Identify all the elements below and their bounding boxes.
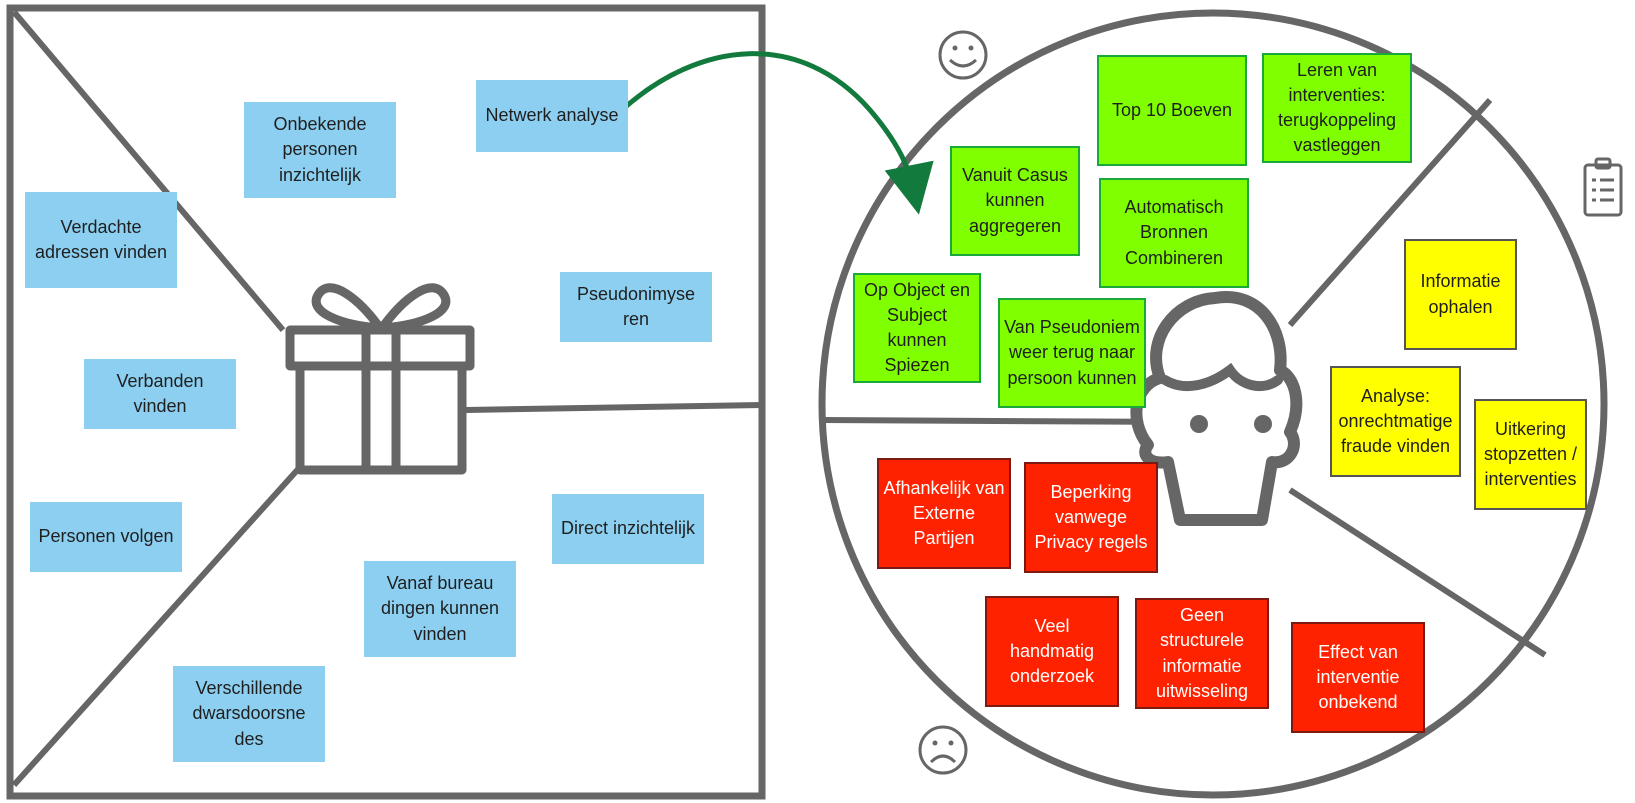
note-leren-van-interventies: Leren van interventies: terugkoppeling v… <box>1262 53 1412 163</box>
note-verdachte-adressen: Verdachte adressen vinden <box>25 192 177 288</box>
person-icon <box>1130 290 1303 526</box>
note-van-pseudoniem: Van Pseudoniem weer terug naar persoon k… <box>998 298 1146 408</box>
note-analyse-fraude: Analyse: onrechtmatige fraude vinden <box>1330 366 1461 477</box>
note-verbanden-vinden: Verbanden vinden <box>84 359 236 429</box>
note-effect-interventie: Effect van interventie onbekend <box>1291 622 1425 733</box>
note-informatie-ophalen: Informatie ophalen <box>1404 239 1517 350</box>
note-uitkering-stopzetten: Uitkering stopzetten / interventies <box>1474 399 1587 510</box>
gift-icon <box>285 283 475 475</box>
note-personen-volgen: Personen volgen <box>30 502 182 572</box>
value-map-square <box>6 4 766 800</box>
smiley-icon <box>938 30 988 80</box>
note-vanaf-bureau: Vanaf bureau dingen kunnen vinden <box>364 561 516 657</box>
note-netwerk-analyse: Netwerk analyse <box>476 80 628 152</box>
sad-face-icon <box>918 725 968 775</box>
note-vanuit-casus: Vanuit Casus kunnen aggregeren <box>950 146 1080 256</box>
note-beperking-privacy: Beperking vanwege Privacy regels <box>1024 462 1158 573</box>
note-onbekende-personen: Onbekende personen inzichtelijk <box>244 102 396 198</box>
note-geen-structurele-informatie: Geen structurele informatie uitwisseling <box>1135 598 1269 709</box>
customer-profile-circle <box>818 9 1608 799</box>
note-afhankelijk-externe-partijen: Afhankelijk van Externe Partijen <box>877 458 1011 569</box>
note-pseudonimyseren: Pseudonimyse ren <box>560 272 712 342</box>
clipboard-icon <box>1583 157 1623 217</box>
note-automatisch-bronnen: Automatisch Bronnen Combineren <box>1099 178 1249 288</box>
connector-arrow <box>620 51 934 215</box>
note-direct-inzichtelijk: Direct inzichtelijk <box>552 494 704 564</box>
note-veel-handmatig-onderzoek: Veel handmatig onderzoek <box>985 596 1119 707</box>
note-op-object-en-subject: Op Object en Subject kunnen Spiezen <box>853 273 981 383</box>
note-verschillende-dwarsdoorsnedes: Verschillende dwarsdoorsne des <box>173 666 325 762</box>
note-top-10-boeven: Top 10 Boeven <box>1097 55 1247 166</box>
